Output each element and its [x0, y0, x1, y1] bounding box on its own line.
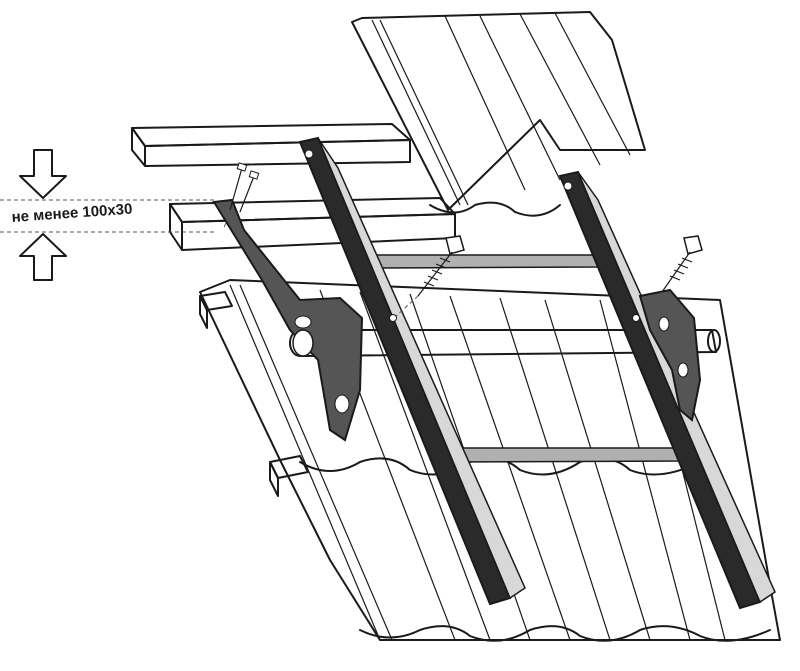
- screw-icon: [223, 162, 260, 229]
- batten-middle: [169, 197, 456, 251]
- roof-sheet-upper: [351, 11, 646, 217]
- dimension-label: не менее 100х30: [11, 201, 133, 226]
- ladder-rail-left: [298, 136, 526, 606]
- batten-top: [131, 123, 411, 167]
- batten-lower-left: [199, 291, 309, 497]
- ladder-rail-right: [558, 170, 776, 610]
- arrow-up-icon: [19, 233, 67, 281]
- dimension-annotation: не менее 100х30: [0, 149, 214, 281]
- bracket-right: [638, 288, 702, 422]
- arrow-down-icon: [19, 149, 67, 199]
- bolt-icon: [395, 235, 703, 317]
- bracket-left: [212, 198, 364, 442]
